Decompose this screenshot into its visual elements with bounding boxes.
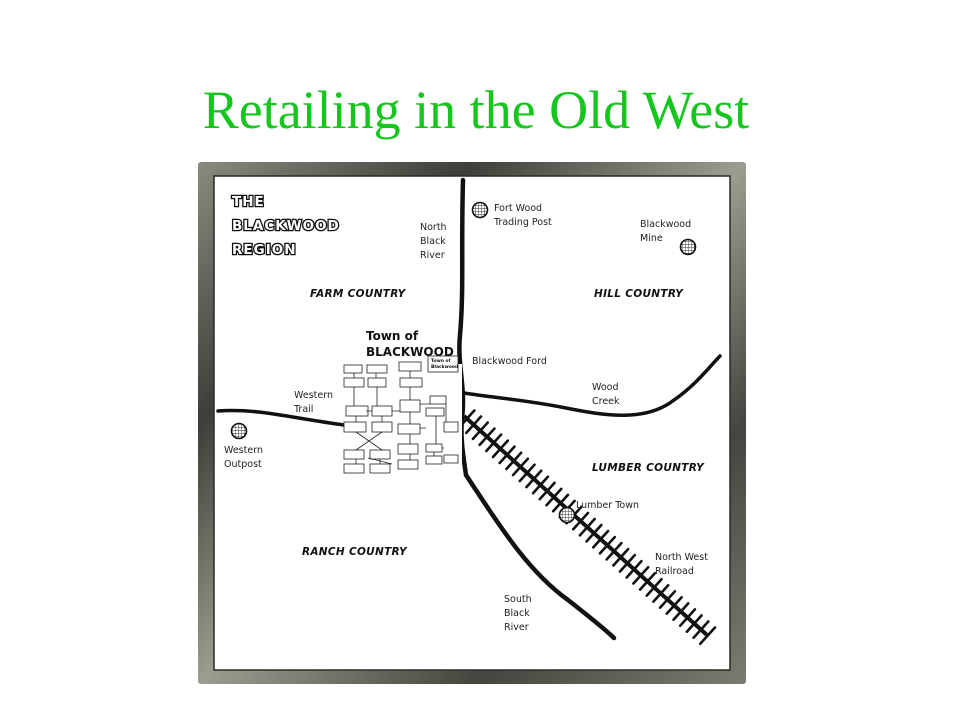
railroad-tie <box>692 620 710 640</box>
railroad-tie <box>665 596 683 615</box>
label-fort-wood-1: Fort Wood <box>494 203 542 214</box>
label-blackwood-mine-2: Mine <box>640 233 663 244</box>
railroad-tie <box>598 535 617 555</box>
western-trail <box>216 408 346 427</box>
railroad-tie <box>545 487 563 507</box>
fort-wood-trading-post-icon <box>471 201 489 219</box>
label-north-west-railroad-1: North West <box>655 552 708 563</box>
railroad-tie <box>485 433 503 453</box>
label-south-black-river-2: Black <box>504 608 530 619</box>
railroad-tie <box>638 571 657 591</box>
slide-title: Retailing in the Old West <box>202 80 750 140</box>
label-blackwood-mine-1: Blackwood <box>640 219 691 230</box>
railroad-tie <box>685 614 703 634</box>
blackwood-mine-icon <box>679 238 697 256</box>
region-farm-country: FARM COUNTRY <box>310 288 407 300</box>
region-hill-country: HILL COUNTRY <box>594 288 684 300</box>
railroad-tie <box>571 511 590 531</box>
south-black-river <box>463 472 617 641</box>
railroad-tie <box>678 608 697 628</box>
town-schematic <box>343 355 462 476</box>
railroad-tie <box>538 481 556 501</box>
label-blackwood-ford: Blackwood Ford <box>472 356 547 367</box>
railroad-tie <box>605 541 623 561</box>
railroad-tie <box>652 583 670 603</box>
label-western-outpost-2: Outpost <box>224 459 262 470</box>
map-title-line-1: THE <box>232 194 265 210</box>
map-title-line-3: REGION <box>232 242 297 258</box>
railroad-tie <box>698 626 717 646</box>
railroad-tie <box>471 421 490 441</box>
label-western-trail-2: Trail <box>293 404 313 415</box>
label-western-trail-1: Western <box>294 390 333 401</box>
railroad-tie <box>618 553 637 573</box>
railroad-tie <box>625 559 643 579</box>
railroad-tie <box>511 457 530 477</box>
town-inset-label-2: Blackwood <box>431 364 458 370</box>
region-ranch-country: RANCH COUNTRY <box>302 546 408 558</box>
railroad-tie <box>645 577 663 597</box>
railroad-tie <box>491 439 510 459</box>
blackwood-region-map: Town of Blackwood THE BLACKWOOD REGION F… <box>196 160 748 686</box>
railroad-tie <box>672 602 690 622</box>
label-south-black-river-1: South <box>504 594 532 605</box>
railroad-tie <box>498 445 516 465</box>
railroad-tie <box>585 523 603 543</box>
railroad-ties <box>458 409 717 646</box>
railroad-tie <box>518 463 536 483</box>
railroad-tie <box>478 427 496 447</box>
label-wood-creek-2: Creek <box>592 396 620 407</box>
town-label-line-2: BLACKWOOD <box>366 345 454 359</box>
railroad-tie <box>632 565 650 585</box>
map-title-line-2: BLACKWOOD <box>232 218 340 234</box>
region-lumber-country: LUMBER COUNTRY <box>592 462 705 474</box>
town-label-line-1: Town of <box>366 329 419 343</box>
railroad-tie <box>505 451 523 471</box>
western-outpost-icon <box>230 422 248 440</box>
label-lumber-town: Lumber Town <box>576 500 639 511</box>
label-south-black-river-3: River <box>504 622 529 633</box>
railroad-tie <box>458 409 476 429</box>
wood-creek <box>462 354 722 417</box>
label-wood-creek-1: Wood <box>592 382 619 393</box>
label-north-west-railroad-2: Railroad <box>655 566 694 577</box>
railroad-tie <box>551 493 570 513</box>
lumber-town-icon <box>558 506 576 524</box>
town-inset-label-1: Town of <box>431 358 451 364</box>
railroad-tie <box>591 529 610 549</box>
label-north-black-river-1: North <box>420 222 447 233</box>
label-fort-wood-2: Trading Post <box>493 217 552 228</box>
railroad-tie <box>612 547 630 567</box>
railroad-tie <box>578 517 596 537</box>
railroad-tie <box>658 590 677 609</box>
railroad-tie <box>464 415 483 435</box>
label-north-black-river-2: Black <box>420 236 446 247</box>
label-western-outpost-1: Western <box>224 445 263 456</box>
railroad-tie <box>531 475 550 495</box>
railroad-tie <box>525 469 543 489</box>
label-north-black-river-3: River <box>420 250 445 261</box>
